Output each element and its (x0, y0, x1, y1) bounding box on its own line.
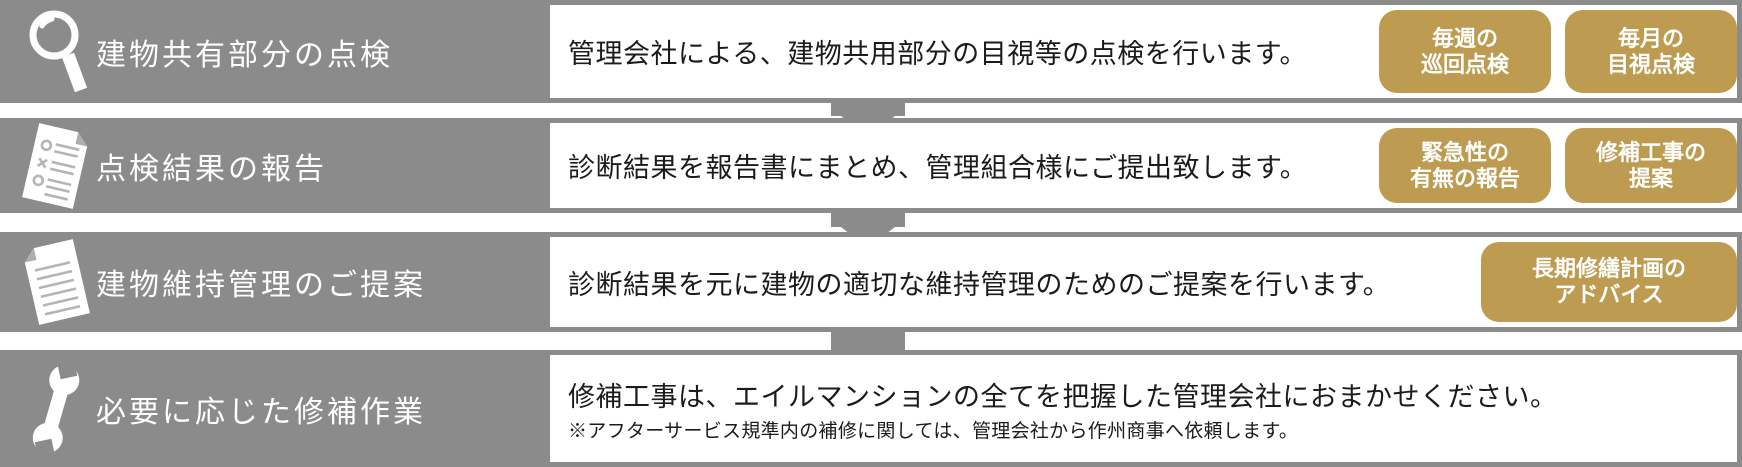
step-2-badges: 緊急性の 有無の報告 修補工事の 提案 (1379, 123, 1737, 208)
step-4-title: 必要に応じた修補作業 (96, 395, 426, 429)
step-2-panel: 診断結果を報告書にまとめ、管理組合様にご提出致します。 緊急性の 有無の報告 修… (550, 123, 1737, 208)
badge-urgency-report: 緊急性の 有無の報告 (1379, 128, 1551, 203)
badge-line: 巡回点検 (1420, 51, 1509, 77)
step-1-description: 管理会社による、建物共用部分の目視等の点検を行います。 (568, 39, 1307, 69)
badge-line: 毎週の (1431, 25, 1498, 51)
step-4-description: 修補工事は、エイルマンションの全てを把握した管理会社におまかせください。 (568, 381, 1558, 412)
badge-line: 目視点検 (1606, 51, 1695, 77)
step-2-title: 点検結果の報告 (96, 152, 327, 186)
step-2-row: 点検結果の報告 診断結果を報告書にまとめ、管理組合様にご提出致します。 緊急性の… (0, 118, 1742, 213)
badge-line: 長期修繕計画の (1531, 256, 1686, 282)
badge-monthly-visual-inspection: 毎月の 目視点検 (1565, 10, 1737, 93)
badge-line: 有無の報告 (1409, 165, 1520, 191)
badge-weekly-patrol-inspection: 毎週の 巡回点検 (1379, 10, 1551, 93)
badge-line: 提案 (1628, 165, 1673, 191)
step-1-panel: 管理会社による、建物共用部分の目視等の点検を行います。 毎週の 巡回点検 毎月の… (550, 5, 1737, 98)
badge-line: 修補工事の (1595, 139, 1706, 165)
step-1-row: 建物共有部分の点検 管理会社による、建物共用部分の目視等の点検を行います。 毎週… (0, 0, 1742, 103)
step-4-panel: 修補工事は、エイルマンションの全てを把握した管理会社におまかせください。 ※アフ… (550, 355, 1737, 462)
wrench-icon (14, 358, 98, 459)
step-3-row: 建物維持管理のご提案 診断結果を元に建物の適切な維持管理のためのご提案を行います… (0, 232, 1742, 332)
document-icon (14, 234, 98, 330)
step-4-note: ※アフターサービス規準内の補修に関しては、管理会社から作州商事へ依頼します。 (568, 420, 1299, 442)
step-3-panel: 診断結果を元に建物の適切な維持管理のためのご提案を行います。 長期修繕計画の ア… (550, 237, 1737, 327)
step-2-description: 診断結果を報告書にまとめ、管理組合様にご提出致します。 (568, 153, 1308, 183)
step-3-badges: 長期修繕計画の アドバイス (1481, 237, 1737, 327)
step-4-row: 必要に応じた修補作業 修補工事は、エイルマンションの全てを把握した管理会社におま… (0, 350, 1742, 467)
badge-line: 毎月の (1617, 25, 1684, 51)
badge-repair-work-proposal: 修補工事の 提案 (1565, 128, 1737, 203)
step-1-title: 建物共有部分の点検 (96, 38, 393, 72)
step-3-title: 建物維持管理のご提案 (96, 269, 426, 302)
badge-long-term-repair-plan-advice: 長期修繕計画の アドバイス (1481, 242, 1737, 322)
step-3-description: 診断結果を元に建物の適切な維持管理のためのご提案を行います。 (568, 269, 1391, 300)
magnifier-icon (14, 4, 98, 100)
checklist-document-icon (14, 118, 98, 214)
badge-line: 緊急性の (1420, 139, 1509, 165)
badge-line: アドバイス (1554, 282, 1664, 307)
step-1-badges: 毎週の 巡回点検 毎月の 目視点検 (1379, 5, 1737, 98)
